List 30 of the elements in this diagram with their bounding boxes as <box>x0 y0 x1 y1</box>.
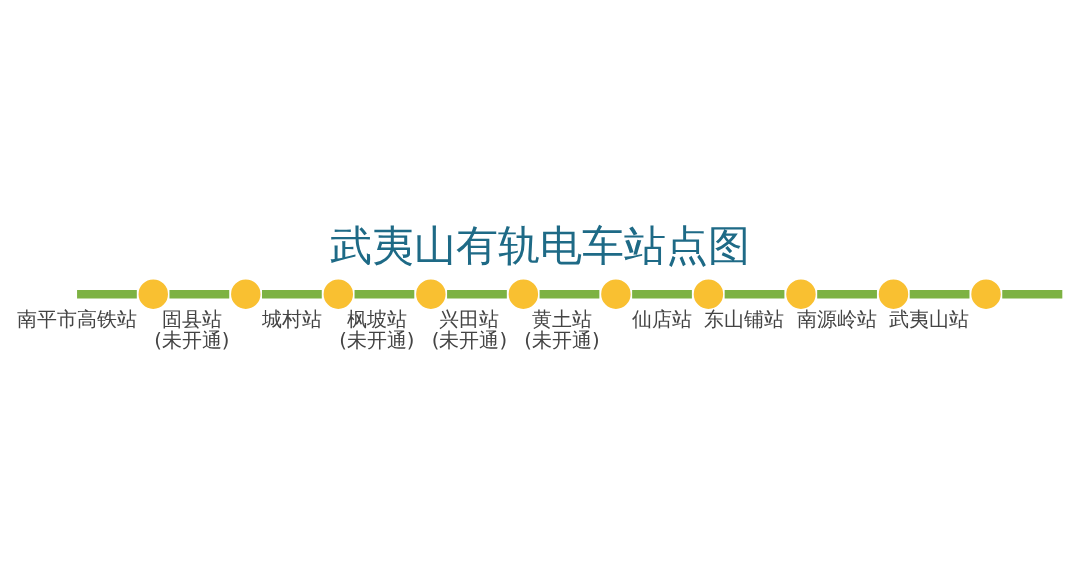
connector <box>909 290 970 299</box>
diagram-title: 武夷山有轨电车站点图 <box>330 220 750 270</box>
node-label: 南平市高铁站 <box>16 308 137 332</box>
connector <box>354 290 415 299</box>
node-label: 东山铺站 <box>704 308 785 332</box>
node-label: 城村站 <box>262 308 323 332</box>
connector <box>1002 290 1063 299</box>
connector <box>262 290 322 299</box>
node-circle <box>968 276 1004 312</box>
node-circle <box>228 276 264 312</box>
connector <box>447 290 507 299</box>
node-label: (未开通) <box>154 329 230 353</box>
node-label: 武夷山站 <box>889 308 970 332</box>
node-label: 黄土站 <box>531 308 592 332</box>
node-label: 兴田站 <box>439 308 500 332</box>
connector <box>724 290 785 299</box>
connector <box>817 290 877 299</box>
node-label: (未开通) <box>524 329 600 353</box>
connector <box>632 290 692 299</box>
node-circle <box>598 276 634 312</box>
node-label: 仙店站 <box>632 308 693 332</box>
node-label: 南源岭站 <box>796 308 877 332</box>
connector <box>169 290 230 299</box>
node-circle <box>135 276 171 312</box>
node-label: (未开通) <box>431 329 508 353</box>
node-label: (未开通) <box>339 329 415 353</box>
connector <box>77 290 137 299</box>
node-label: 枫坡站 <box>346 308 407 332</box>
connector <box>539 290 600 299</box>
node-label: 固县站 <box>161 308 222 332</box>
